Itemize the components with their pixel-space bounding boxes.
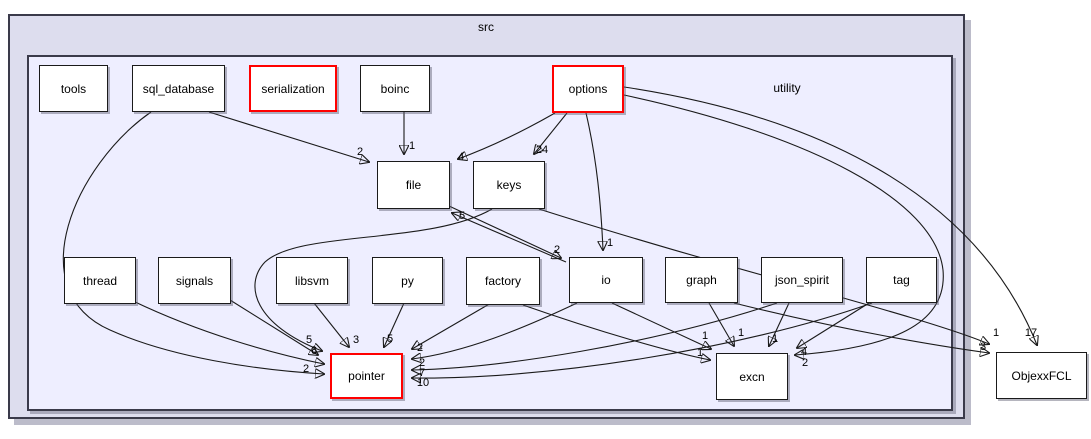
edge-sql_database-pointer — [62, 111, 324, 374]
edge-signals-pointer — [229, 299, 318, 355]
edge-label[interactable]: 1 — [772, 333, 778, 345]
node-file[interactable]: file — [377, 161, 450, 209]
edge-label[interactable]: 2 — [357, 146, 363, 158]
edge-label[interactable]: 1 — [702, 330, 708, 342]
node-serialization[interactable]: serialization — [249, 65, 337, 112]
edge-graph-excn — [708, 302, 734, 346]
edge-label[interactable]: 3 — [980, 341, 986, 353]
node-thread[interactable]: thread — [64, 257, 136, 304]
node-signals[interactable]: signals — [158, 257, 231, 304]
edge-io-excn — [611, 302, 711, 349]
node-libsvm[interactable]: libsvm — [276, 257, 348, 304]
edge-label[interactable]: 2 — [303, 363, 309, 375]
edge-label[interactable]: 2 — [554, 244, 560, 256]
edge-py-pointer — [384, 302, 405, 347]
edge-sql_database-file — [208, 111, 369, 162]
edge-label[interactable]: 6 — [311, 345, 317, 357]
src-cluster-label[interactable]: src — [478, 20, 494, 34]
edge-label[interactable]: 5 — [459, 210, 465, 222]
node-excn[interactable]: excn — [716, 353, 788, 400]
edge-options-ObjexxFCL — [623, 86, 1037, 345]
node-py[interactable]: py — [372, 257, 443, 304]
node-sql_database[interactable]: sql_database — [132, 65, 225, 112]
edge-label[interactable]: 5 — [306, 334, 312, 346]
edge-factory-excn — [522, 304, 710, 360]
edge-json_spirit-pointer — [412, 302, 778, 370]
edge-label[interactable]: 2 — [802, 357, 808, 369]
node-keys[interactable]: keys — [473, 161, 545, 209]
edge-options-file — [458, 112, 556, 159]
node-ObjexxFCL[interactable]: ObjexxFCL — [996, 352, 1087, 399]
edge-thread-pointer — [132, 300, 324, 364]
node-pointer[interactable]: pointer — [330, 353, 403, 399]
edge-label[interactable]: 1 — [409, 140, 415, 152]
edge-label[interactable]: 1 — [697, 347, 703, 359]
edge-label[interactable]: 4 — [801, 346, 807, 358]
edge-options-io — [585, 112, 603, 250]
edge-json_spirit-excn — [769, 302, 790, 346]
edge-label[interactable]: 1 — [993, 327, 999, 339]
node-tools[interactable]: tools — [39, 65, 108, 112]
edge-factory-pointer — [412, 302, 492, 349]
edge-graph-ObjexxFCL — [733, 302, 989, 353]
edge-label[interactable]: 1 — [738, 327, 744, 339]
edge-io-pointer — [412, 302, 578, 359]
node-factory[interactable]: factory — [466, 257, 540, 305]
node-tag[interactable]: tag — [866, 257, 937, 303]
edge-label[interactable]: 1 — [607, 237, 613, 249]
node-graph[interactable]: graph — [665, 257, 738, 303]
edge-tag-excn — [797, 302, 870, 348]
edge-file-io — [448, 205, 561, 258]
node-boinc[interactable]: boinc — [360, 65, 430, 112]
edge-label[interactable]: 5 — [387, 333, 393, 345]
edge-label[interactable]: 4 — [458, 151, 464, 163]
edge-label[interactable]: 7 — [419, 367, 425, 379]
edge-label[interactable]: 10 — [417, 377, 429, 389]
node-options[interactable]: options — [552, 65, 624, 113]
edge-tag-pointer — [412, 302, 873, 378]
edge-label[interactable]: 24 — [536, 144, 548, 156]
edge-options-keys — [534, 112, 568, 154]
edge-io-file — [452, 213, 567, 263]
edge-options-excn — [623, 94, 944, 355]
node-json_spirit[interactable]: json_spirit — [761, 257, 843, 303]
utility-cluster-label[interactable]: utility — [773, 81, 801, 95]
edge-label[interactable]: 17 — [1025, 327, 1037, 339]
edge-label[interactable]: 2 — [419, 357, 425, 369]
edge-keys-pointer — [254, 208, 493, 351]
edge-label[interactable]: 2 — [417, 342, 423, 354]
node-io[interactable]: io — [569, 257, 643, 303]
edge-libsvm-pointer — [313, 302, 349, 347]
edge-label[interactable]: 3 — [353, 334, 359, 346]
